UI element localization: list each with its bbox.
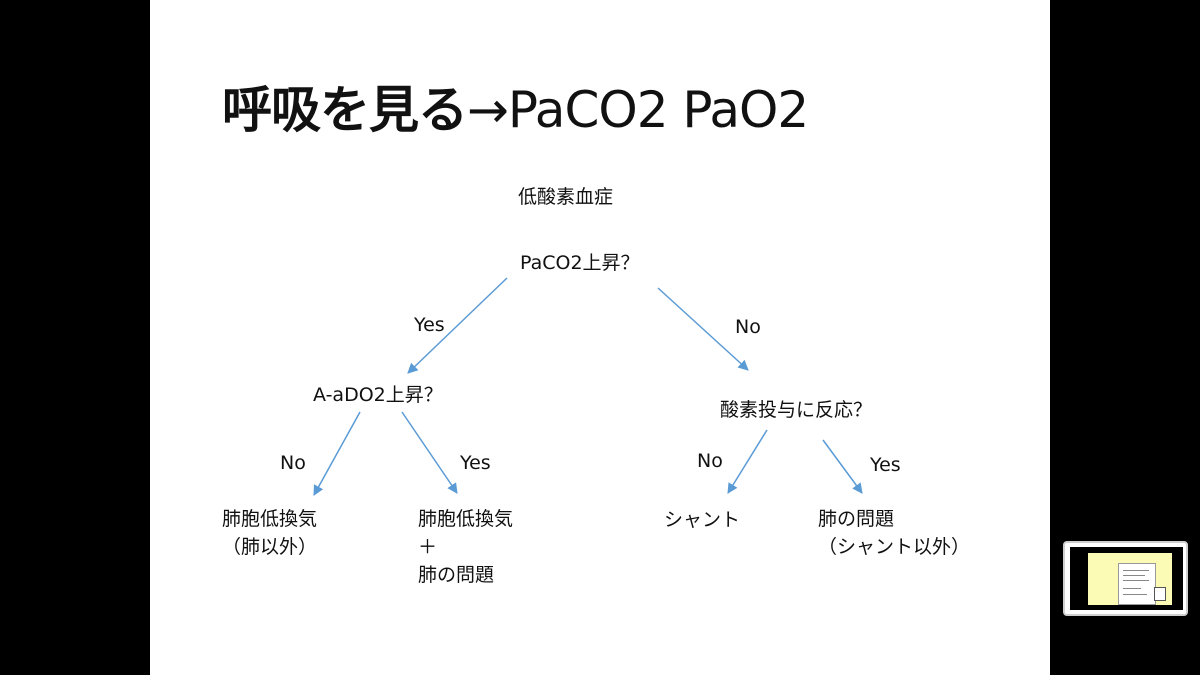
question-aado2: A-aDO2上昇？	[313, 384, 443, 406]
question-oxygen-response: 酸素投与に反応？	[720, 399, 873, 421]
edge-label-yes: Yes	[460, 452, 491, 474]
arrow-q2-yes	[401, 411, 458, 494]
root-node: 低酸素血症	[518, 186, 614, 208]
title-bold: 呼吸を見る	[222, 81, 468, 139]
slide: 呼吸を見る→PaCO2 PaO2 低酸素血症 PaCO2上昇？ Yes No A…	[150, 0, 1050, 675]
thumbnail-line	[1123, 588, 1141, 589]
thumbnail-page	[1088, 553, 1172, 605]
arrow-q2-no	[313, 411, 361, 496]
thumbnail-document	[1118, 563, 1156, 605]
edge-label-yes: Yes	[870, 454, 901, 476]
thumbnail-screen	[1070, 547, 1183, 610]
edge-label-no: No	[280, 452, 306, 474]
flowchart-arrows	[313, 277, 863, 496]
thumbnail-line	[1123, 594, 1147, 595]
thumbnail-line	[1123, 580, 1149, 581]
thumbnail-line	[1123, 570, 1149, 571]
thumbnail-mini-window	[1154, 587, 1166, 601]
edge-label-no: No	[735, 316, 761, 338]
leaf-hypoventilation-plus-lung: 肺胞低換気 ＋ 肺の問題	[418, 508, 514, 586]
edge-label-yes: Yes	[414, 314, 445, 336]
edge-label-no: No	[697, 450, 723, 472]
question-paco2: PaCO2上昇？	[520, 252, 640, 274]
slide-title: 呼吸を見る→PaCO2 PaO2	[222, 70, 809, 142]
arrow-q1-no	[657, 287, 749, 371]
arrow-q1-yes	[407, 277, 508, 374]
title-rest: →PaCO2 PaO2	[467, 81, 809, 139]
slide-thumbnail[interactable]	[1063, 541, 1188, 616]
thumbnail-line	[1123, 575, 1145, 576]
leaf-shunt: シャント	[664, 509, 741, 531]
arrow-q3-yes	[822, 439, 863, 494]
arrow-q3-no	[727, 429, 768, 494]
leaf-alveolar-hypoventilation: 肺胞低換気 （肺以外）	[222, 508, 318, 558]
leaf-lung-problem: 肺の問題 （シャント以外）	[818, 508, 971, 558]
